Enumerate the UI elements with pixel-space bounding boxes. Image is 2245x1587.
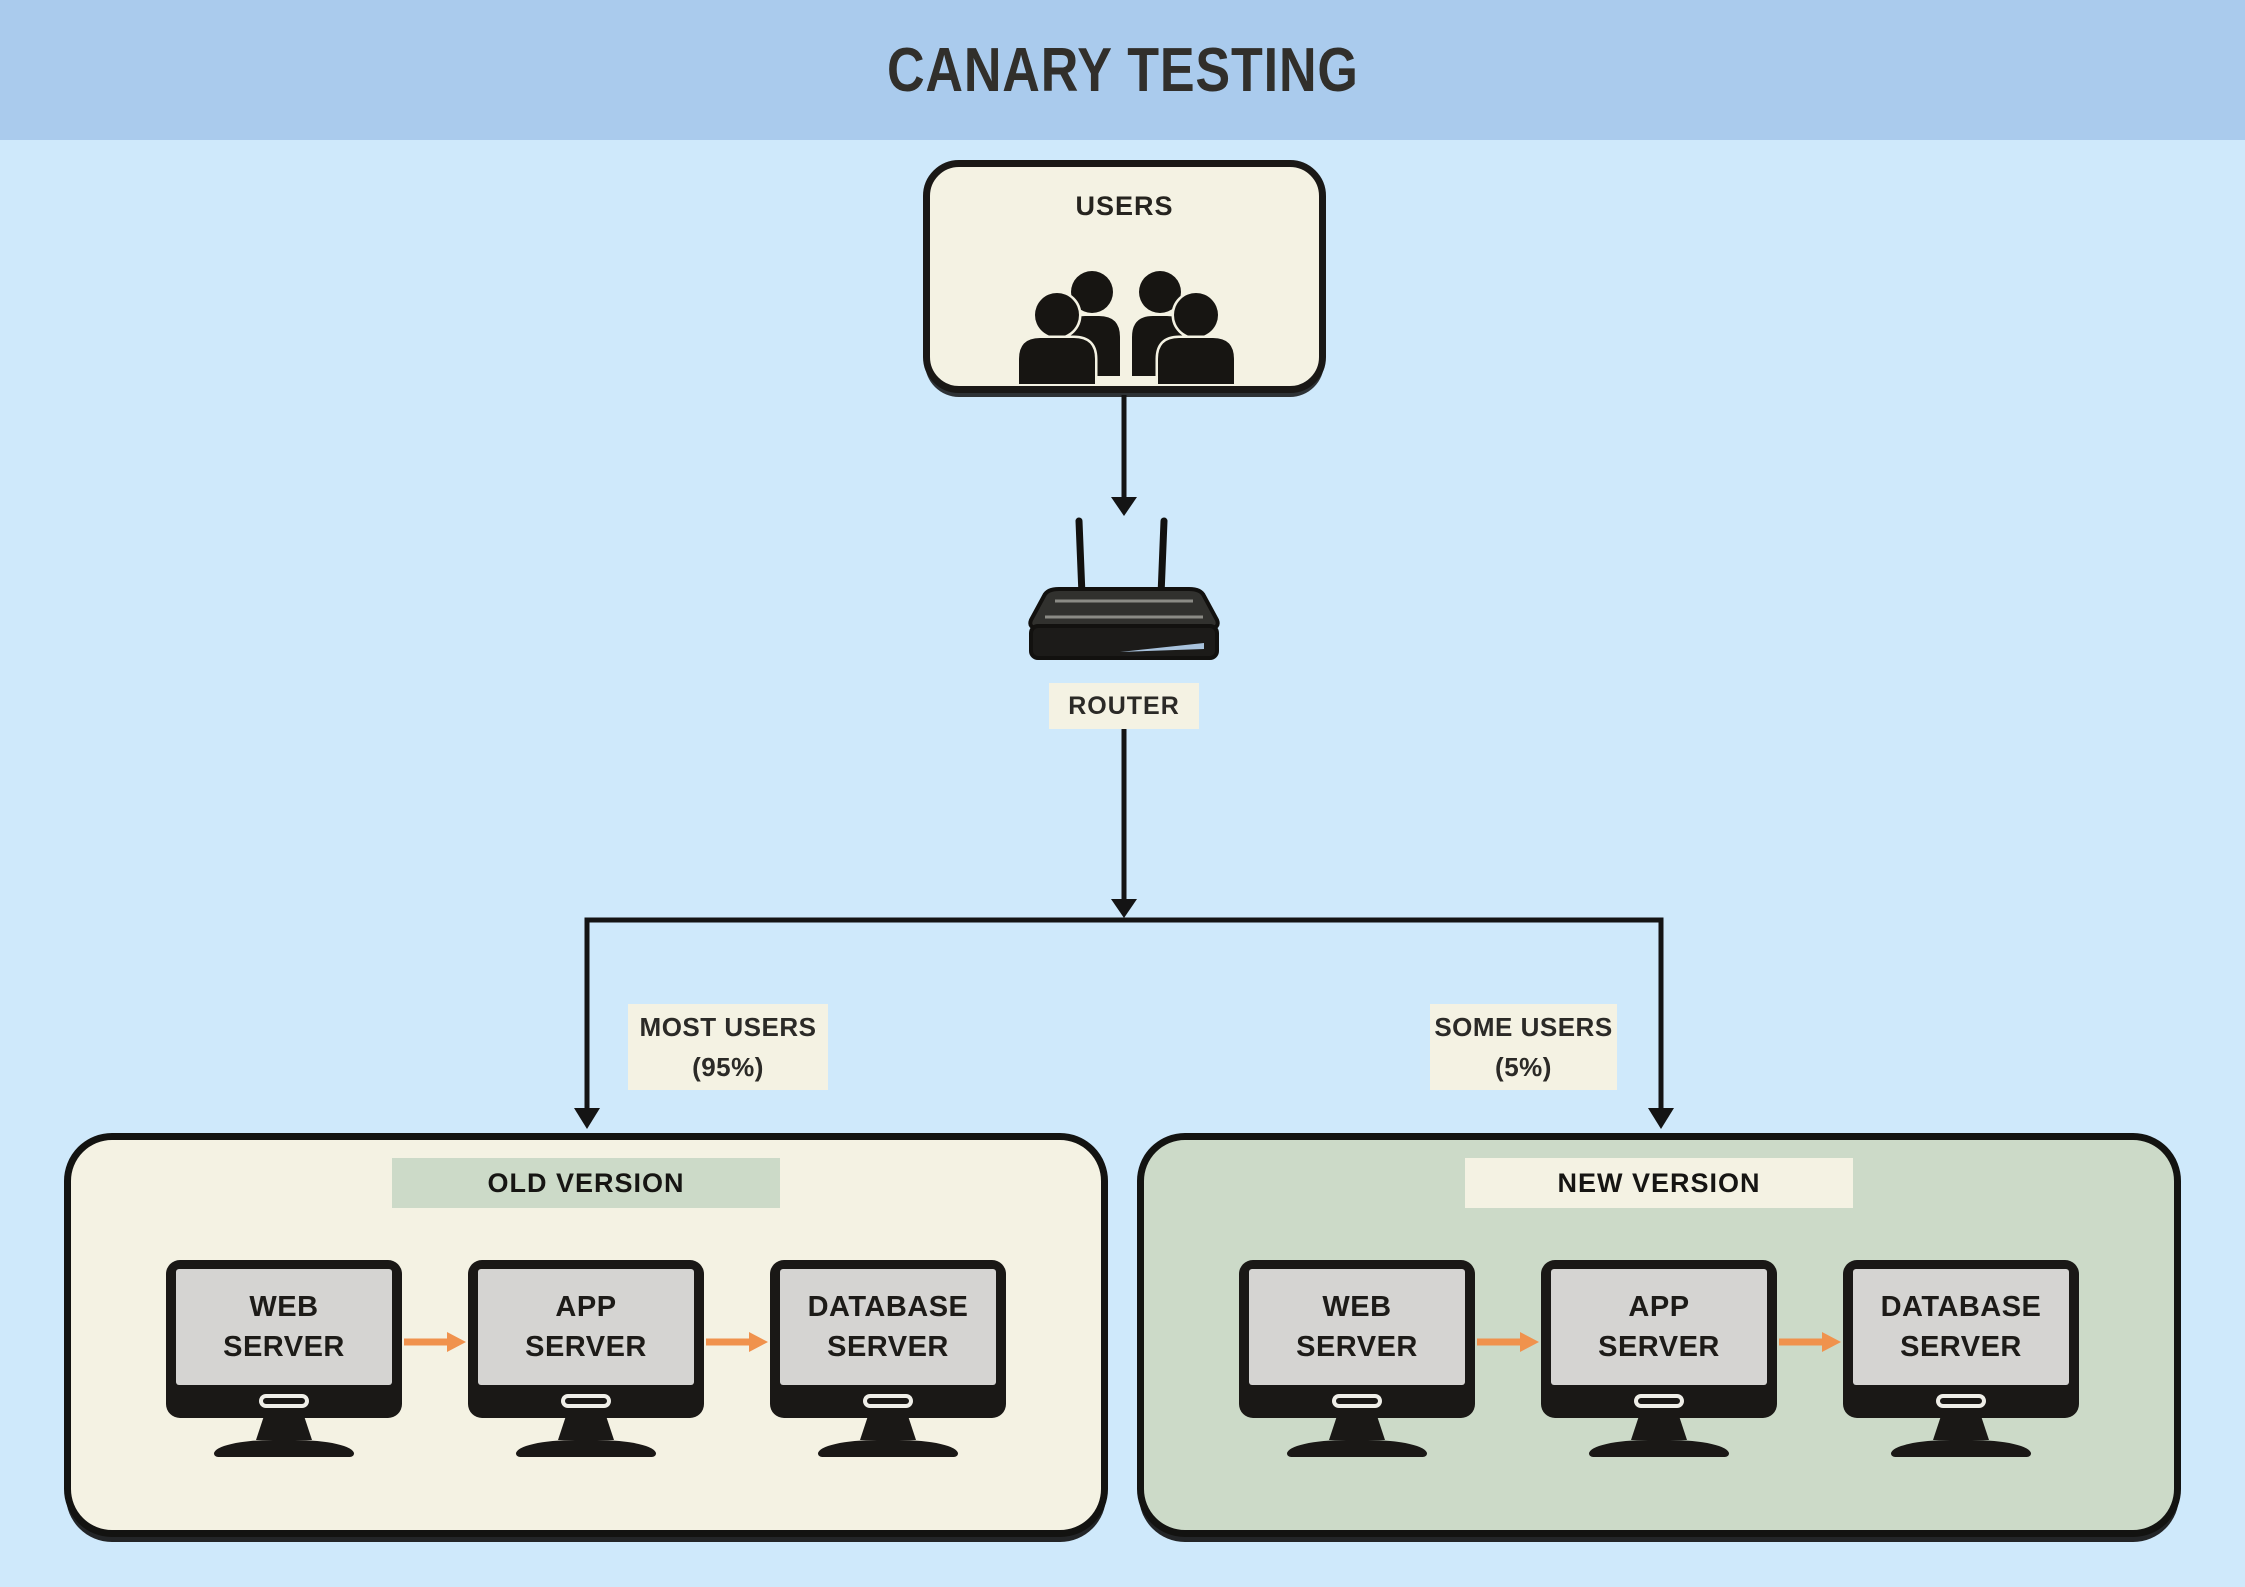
branch-left-line1: MOST USERS [639, 1012, 817, 1042]
users-box: USERS [923, 160, 1326, 393]
monitor-stand-icon [558, 1418, 614, 1440]
branch-left-line2: (95%) [692, 1052, 764, 1082]
server-screen-label: APP SERVER [1551, 1269, 1767, 1385]
monitor-icon: DATABASE SERVER [770, 1260, 1006, 1418]
page-title: CANARY TESTING [886, 35, 1359, 105]
old-web-server-monitor: WEB SERVER [166, 1260, 402, 1457]
monitor-slot-icon [1634, 1394, 1684, 1408]
server-screen-label: DATABASE SERVER [1853, 1269, 2069, 1385]
old-version-box: OLD VERSION WEB SERVER [64, 1133, 1108, 1537]
monitor-base-icon [214, 1440, 354, 1457]
monitor-icon: WEB SERVER [166, 1260, 402, 1418]
monitor-base-icon [1891, 1440, 2031, 1457]
monitor-base-icon [1589, 1440, 1729, 1457]
new-database-server-monitor: DATABASE SERVER [1843, 1260, 2079, 1457]
monitor-base-icon [1287, 1440, 1427, 1457]
monitor-stand-icon [860, 1418, 916, 1440]
person-front-left-icon [1016, 290, 1097, 384]
monitor-stand-icon [256, 1418, 312, 1440]
monitor-icon: DATABASE SERVER [1843, 1260, 2079, 1418]
router-label: ROUTER [1049, 683, 1199, 729]
orange-arrow-icon [1477, 1332, 1539, 1352]
orange-arrow-icon [706, 1332, 768, 1352]
monitor-slot-icon [259, 1394, 309, 1408]
monitor-base-icon [516, 1440, 656, 1457]
new-server-row: WEB SERVER APP SERVER [1144, 1260, 2174, 1457]
person-front-right-icon [1155, 290, 1236, 384]
old-database-server-monitor: DATABASE SERVER [770, 1260, 1006, 1457]
monitor-icon: WEB SERVER [1239, 1260, 1475, 1418]
branch-label-some-users: SOME USERS (5%) [1430, 1004, 1617, 1090]
router-icon [1028, 517, 1220, 660]
new-web-server-monitor: WEB SERVER [1239, 1260, 1475, 1457]
orange-arrow-icon [404, 1332, 466, 1352]
new-version-box: NEW VERSION WEB SERVER [1137, 1133, 2181, 1537]
monitor-slot-icon [863, 1394, 913, 1408]
old-app-server-monitor: APP SERVER [468, 1260, 704, 1457]
branch-right-line2: (5%) [1495, 1052, 1552, 1082]
server-screen-label: DATABASE SERVER [780, 1269, 996, 1385]
monitor-stand-icon [1933, 1418, 1989, 1440]
monitor-slot-icon [1936, 1394, 1986, 1408]
old-server-row: WEB SERVER APP SERVER [71, 1260, 1101, 1457]
branch-label-most-users: MOST USERS (95%) [628, 1004, 828, 1090]
orange-arrow-icon [1779, 1332, 1841, 1352]
new-app-server-monitor: APP SERVER [1541, 1260, 1777, 1457]
router [1028, 515, 1220, 670]
server-screen-label: WEB SERVER [176, 1269, 392, 1385]
server-screen-label: WEB SERVER [1249, 1269, 1465, 1385]
monitor-stand-icon [1631, 1418, 1687, 1440]
server-screen-label: APP SERVER [478, 1269, 694, 1385]
monitor-slot-icon [1332, 1394, 1382, 1408]
monitor-slot-icon [561, 1394, 611, 1408]
users-label: USERS [1075, 191, 1174, 221]
monitor-base-icon [818, 1440, 958, 1457]
new-version-label: NEW VERSION [1465, 1158, 1853, 1208]
monitor-stand-icon [1329, 1418, 1385, 1440]
monitor-icon: APP SERVER [1541, 1260, 1777, 1418]
title-banner: CANARY TESTING [0, 0, 2245, 140]
monitor-icon: APP SERVER [468, 1260, 704, 1418]
old-version-label: OLD VERSION [392, 1158, 780, 1208]
branch-right-line1: SOME USERS [1434, 1012, 1613, 1042]
users-group-icon [1016, 268, 1236, 384]
